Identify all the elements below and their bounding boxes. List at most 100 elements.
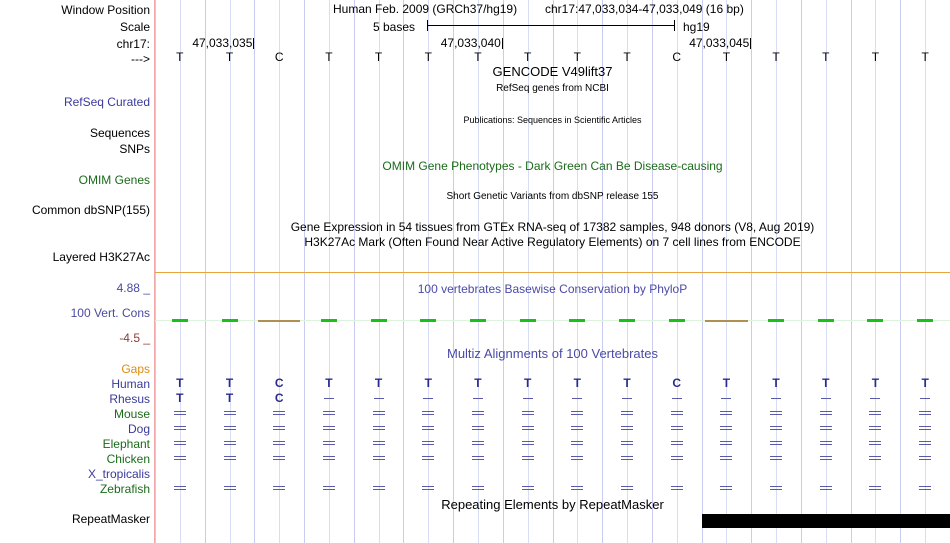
alignment-dash (920, 398, 931, 399)
alignment-double-dash (869, 426, 882, 431)
alignment-double-dash (819, 411, 832, 416)
alignment-double-dash (521, 486, 534, 491)
track-title-multiz[interactable]: Multiz Alignments of 100 Vertebrates (446, 346, 658, 361)
repeatmasker-block[interactable] (701, 514, 950, 528)
scale-bar (427, 20, 675, 31)
alignment-double-dash (670, 486, 683, 491)
conservation-score-mark (171, 319, 188, 322)
ruler-tick-caret (501, 38, 503, 49)
alignment-row-dog[interactable] (155, 421, 950, 436)
label-conservation-max: 4.88 _ (116, 281, 150, 295)
alignment-double-dash (770, 426, 783, 431)
gridline (205, 0, 206, 543)
label-species-human[interactable]: Human (111, 377, 150, 391)
alignment-double-dash (869, 486, 882, 491)
alignment-base: T (573, 376, 582, 390)
alignment-double-dash (621, 411, 634, 416)
alignment-double-dash (919, 426, 932, 431)
label-refseq-curated[interactable]: RefSeq Curated (63, 95, 150, 109)
label-species-chicken[interactable]: Chicken (106, 452, 150, 466)
alignment-dash (522, 398, 533, 399)
track-title-refseq[interactable]: RefSeq genes from NCBI (496, 83, 609, 94)
alignment-row-chicken[interactable] (155, 451, 950, 466)
alignment-double-dash (521, 441, 534, 446)
alignment-double-dash (173, 456, 186, 461)
alignment-double-dash (720, 411, 733, 416)
label-species-zebrafish[interactable]: Zebrafish (99, 482, 150, 496)
alignment-double-dash (471, 441, 484, 446)
track-title-h3k27ac[interactable]: H3K27Ac Mark (Often Found Near Active Re… (304, 235, 801, 249)
alignment-double-dash (571, 456, 584, 461)
gridline (155, 0, 156, 543)
label-common-dbsnp[interactable]: Common dbSNP(155) (31, 203, 150, 217)
label-species-x-tropicalis[interactable]: X_tropicalis (87, 467, 150, 481)
alignment-double-dash (173, 426, 186, 431)
track-title-dbsnp[interactable]: Short Genetic Variants from dbSNP releas… (446, 191, 659, 202)
alignment-dash (870, 398, 881, 399)
label-window-position[interactable]: Window Position (61, 3, 150, 17)
alignment-base: T (822, 376, 830, 390)
track-title-phylop[interactable]: 100 vertebrates Basewise Conservation by… (417, 282, 688, 296)
alignment-row-zebrafish[interactable] (155, 481, 950, 496)
gridline-minor (428, 0, 429, 543)
gridline-minor (279, 0, 280, 543)
alignment-row-elephant[interactable] (155, 436, 950, 451)
label-repeatmasker[interactable]: RepeatMasker (71, 512, 150, 526)
alignment-double-dash (819, 441, 832, 446)
label-gaps[interactable]: Gaps (121, 362, 150, 376)
conservation-gap-mark (705, 320, 748, 322)
alignment-double-dash (322, 411, 335, 416)
alignment-double-dash (521, 456, 534, 461)
label-snps[interactable]: SNPs (119, 142, 150, 156)
alignment-double-dash (273, 411, 286, 416)
label-layered-h3k27ac[interactable]: Layered H3K27Ac (52, 250, 150, 264)
conservation-score-mark (619, 319, 636, 322)
track-title-omim[interactable]: OMIM Gene Phenotypes - Dark Green Can Be… (382, 159, 723, 173)
label-chrom: chr17: (116, 37, 150, 51)
sequence-base: T (325, 50, 333, 64)
label-sequences[interactable]: Sequences (89, 126, 150, 140)
alignment-row-x_tropicalis[interactable] (155, 466, 950, 481)
label-species-rhesus[interactable]: Rhesus (109, 392, 150, 406)
conservation-marks (155, 314, 950, 326)
track-title-repeatmasker[interactable]: Repeating Elements by RepeatMasker (441, 497, 664, 512)
scale-row: 5 bases hg19 (155, 20, 950, 34)
label-100-vert-cons[interactable]: 100 Vert. Cons (70, 306, 150, 320)
gridline (801, 0, 802, 543)
alignment-double-dash (670, 441, 683, 446)
label-omim-genes[interactable]: OMIM Genes (78, 173, 150, 187)
alignment-double-dash (471, 486, 484, 491)
track-left-boundary-rule (154, 0, 155, 543)
conservation-score-mark (370, 319, 387, 322)
conservation-score-mark (917, 319, 934, 322)
conservation-score-mark (817, 319, 834, 322)
track-title-gtex[interactable]: Gene Expression in 54 tissues from GTEx … (290, 220, 815, 234)
label-species-elephant[interactable]: Elephant (102, 437, 150, 451)
label-species-mouse[interactable]: Mouse (113, 407, 150, 421)
alignment-double-dash (770, 411, 783, 416)
alignment-double-dash (571, 426, 584, 431)
alignment-double-dash (521, 426, 534, 431)
alignment-double-dash (720, 426, 733, 431)
label-species-dog[interactable]: Dog (127, 422, 150, 436)
ruler-tick-2: 47,033,045 (689, 36, 752, 50)
track-title-publications[interactable]: Publications: Sequences in Scientific Ar… (463, 115, 642, 125)
alignment-double-dash (322, 486, 335, 491)
alignment-row-mouse[interactable] (155, 406, 950, 421)
label-scale[interactable]: Scale (119, 20, 150, 34)
gridline (304, 0, 305, 543)
alignment-double-dash (621, 486, 634, 491)
alignment-double-dash (919, 456, 932, 461)
alignment-double-dash (819, 486, 832, 491)
alignment-double-dash (919, 411, 932, 416)
region-coordinates[interactable]: chr17:47,033,034-47,033,049 (16 bp) (545, 2, 744, 16)
track-title-gencode[interactable]: GENCODE V49lift37 (492, 64, 613, 79)
conservation-top-rule (155, 272, 950, 273)
alignment-base: T (772, 376, 780, 390)
alignment-double-dash (173, 441, 186, 446)
alignment-dash (721, 398, 732, 399)
